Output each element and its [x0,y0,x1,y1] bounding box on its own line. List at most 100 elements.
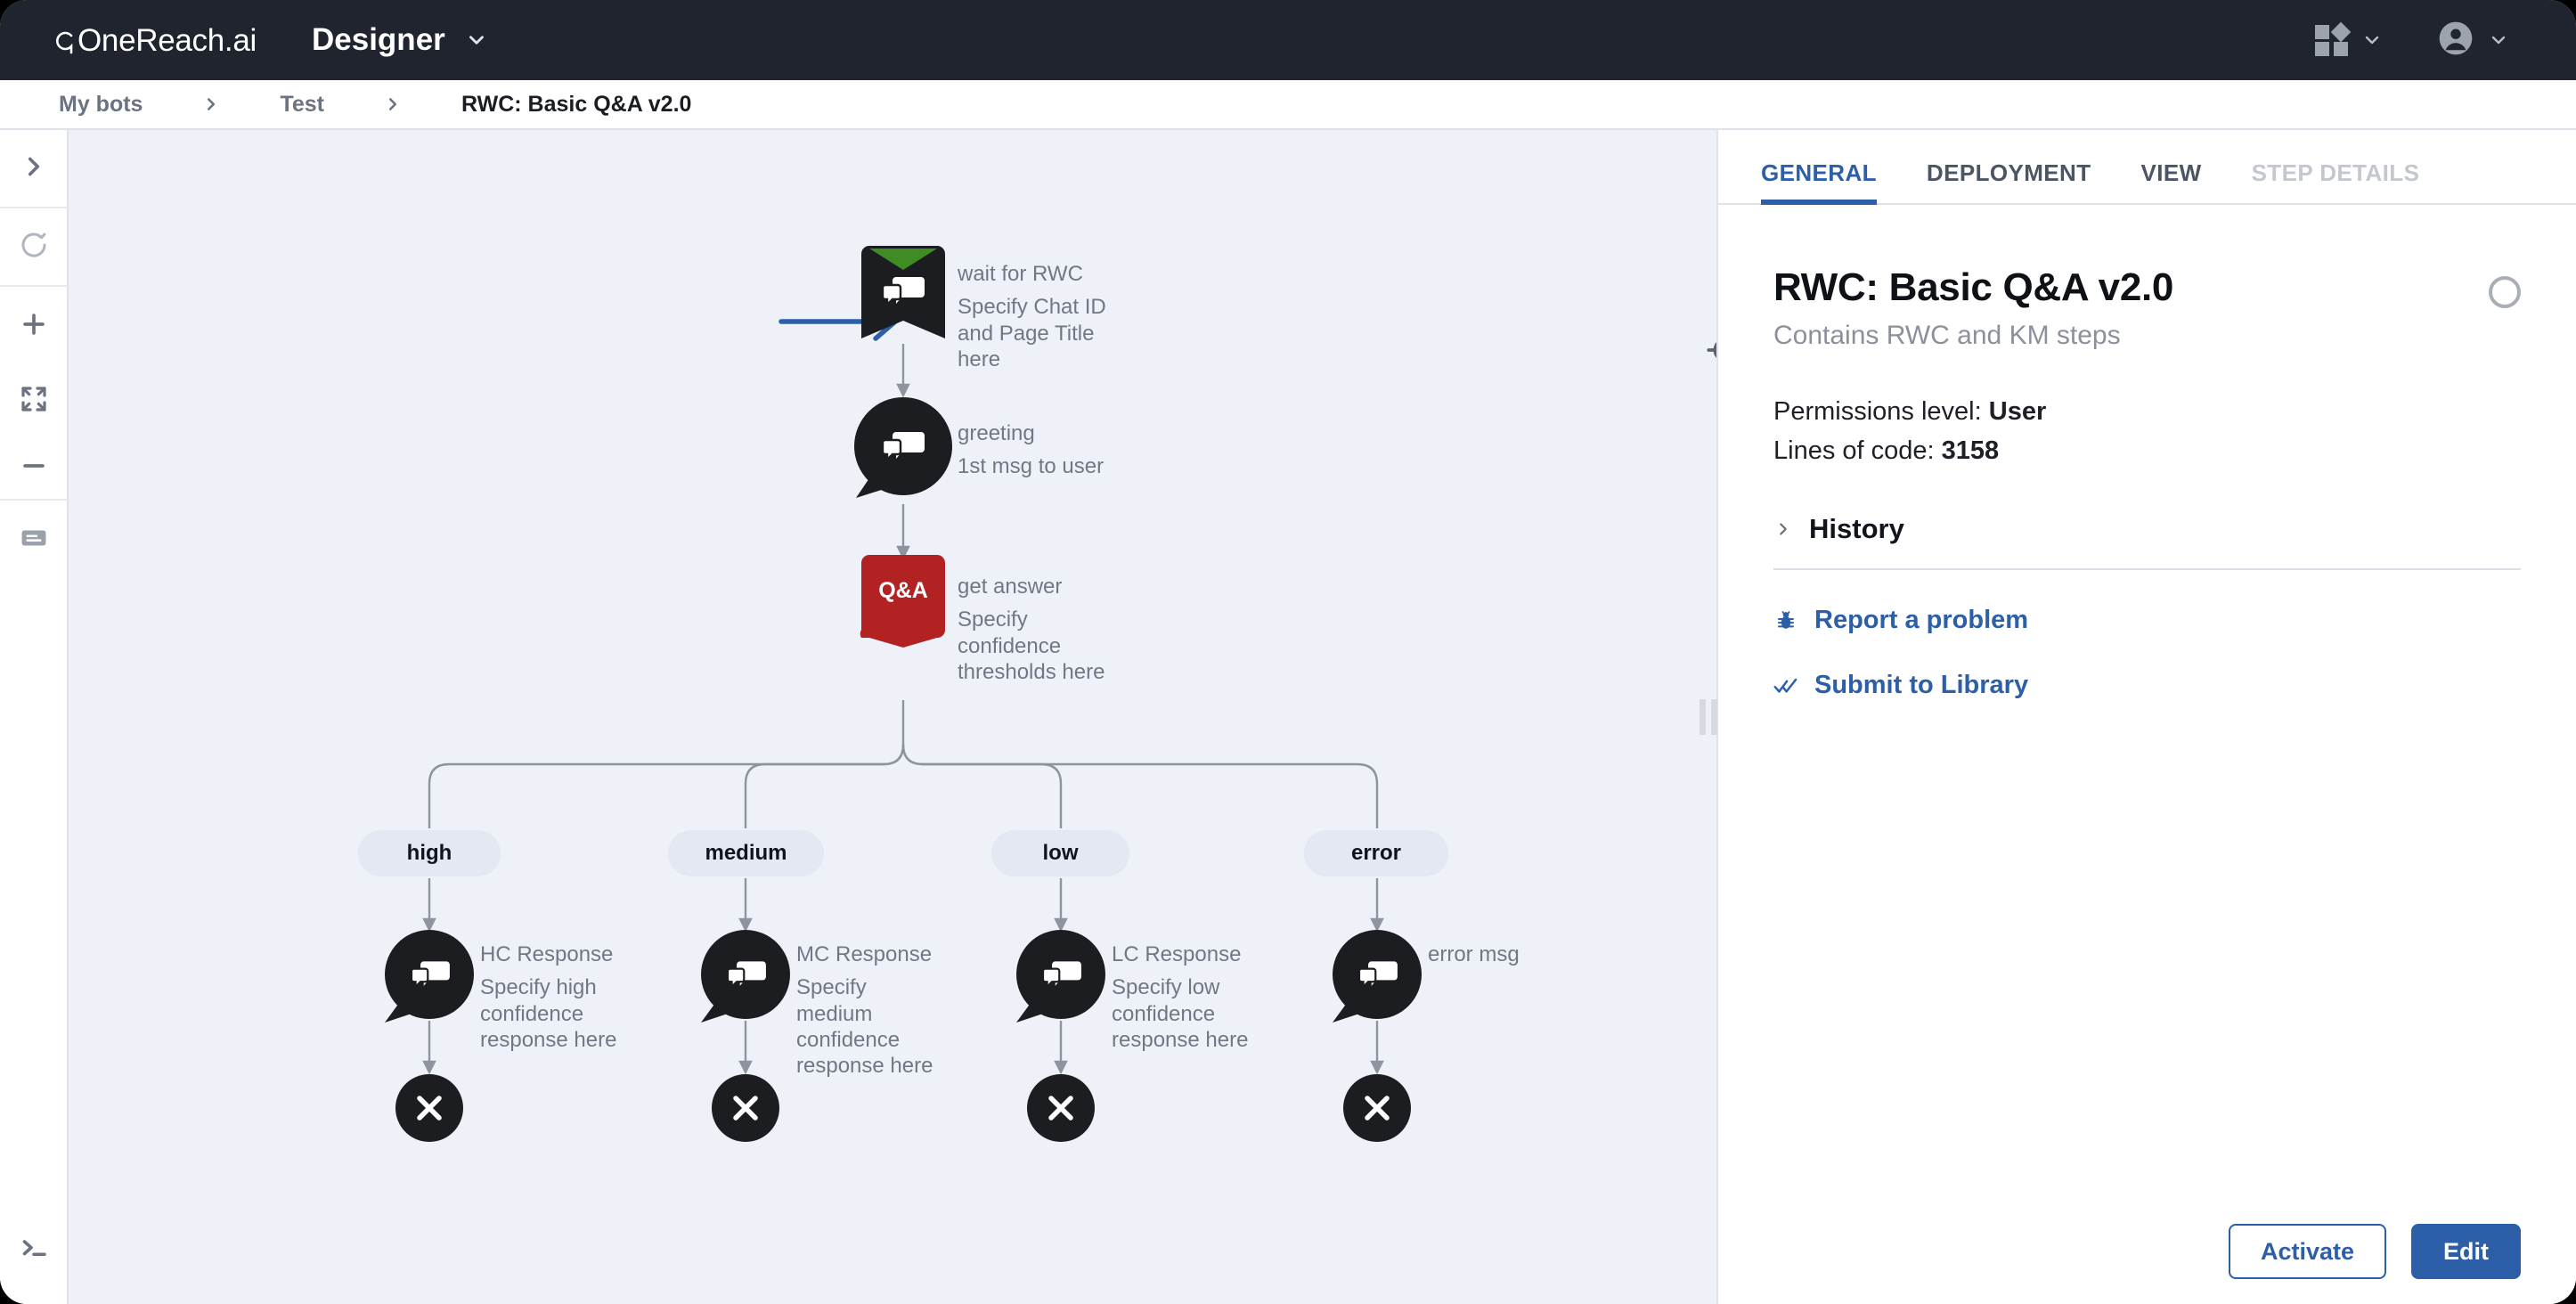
chat-bubbles-icon [881,432,925,462]
panel-subtitle: Contains RWC and KM steps [1773,321,2121,350]
branch-label-medium[interactable]: medium [668,830,824,876]
submit-to-library-link[interactable]: Submit to Library [1773,671,2521,700]
permissions-level-value: User [1988,397,2047,426]
chat-bubbles-icon [410,961,450,990]
flow-node-end-high[interactable] [394,1072,465,1148]
top-navigation-bar: OneReach.ai Designer [0,0,2576,80]
tab-general[interactable]: GENERAL [1761,159,1877,205]
panel-meta: Permissions level: User Lines of code: 3… [1773,392,2521,470]
permissions-level-label: Permissions level: [1773,397,1982,426]
fit-screen-icon [20,385,48,418]
breadcrumb-item-test[interactable]: Test [280,91,325,117]
tab-deployment[interactable]: DEPLOYMENT [1926,159,2091,186]
history-accordion[interactable]: History [1773,513,2521,545]
terminal-icon [18,1231,50,1267]
flow-node-end-low[interactable] [1025,1072,1096,1148]
chat-bubbles-icon [1041,961,1081,990]
close-x-icon [395,1074,463,1142]
status-circle-icon[interactable] [2489,276,2521,308]
refresh-button[interactable] [0,208,68,287]
branch-label-low[interactable]: low [991,830,1129,876]
branch-label-error[interactable]: error [1304,830,1448,876]
lines-of-code-row: Lines of code: 3158 [1773,431,2521,470]
handle-bar [1711,699,1717,735]
recenter-view-button[interactable] [1706,330,1716,370]
flow-node-error-msg[interactable]: error msg [1325,928,1520,1031]
divider [1773,568,2521,571]
flow-node-lc-response[interactable]: LC Response Specify low confidence respo… [1009,928,1248,1052]
flow-connectors [422,302,1384,1075]
chevron-down-icon[interactable] [465,29,488,52]
history-label: History [1809,513,1904,545]
chevron-down-icon [2488,29,2509,51]
edit-button[interactable]: Edit [2411,1224,2521,1279]
chat-bubbles-icon [726,961,766,990]
chevron-right-icon [383,94,403,114]
handle-bar [1700,699,1706,735]
brand[interactable]: OneReach.ai [49,25,257,56]
tab-view[interactable]: VIEW [2140,159,2202,186]
node-badge-label: Q&A [878,578,928,603]
chevron-right-icon [19,151,49,186]
close-x-icon [712,1074,779,1142]
left-toolbar [0,130,69,1304]
chat-bubbles-icon [881,277,925,307]
console-button[interactable] [0,1210,68,1288]
bug-icon [1773,608,1798,633]
node-subtitle: Specify medium confidence response here [796,975,933,1079]
node-title: greeting [958,421,1035,445]
panel-tabs: GENERAL DEPLOYMENT VIEW STEP DETAILS [1718,130,2576,205]
chevron-right-icon [201,94,221,114]
app-title: Designer [312,22,445,57]
zoom-out-button[interactable] [0,436,68,501]
panel-resize-handle[interactable] [1699,697,1718,738]
documentation-button[interactable] [0,501,68,579]
plus-icon [19,309,49,344]
report-a-problem-link[interactable]: Report a problem [1773,606,2521,635]
branch-label-high[interactable]: high [358,830,501,876]
node-subtitle: 1st msg to user [958,454,1105,479]
flow-node-end-error[interactable] [1341,1072,1413,1148]
refresh-icon [19,230,49,265]
chat-bubbles-icon [1357,961,1398,990]
submit-to-library-label: Submit to Library [1814,671,2029,700]
activate-button[interactable]: Activate [2228,1224,2386,1279]
breadcrumb-item-my-bots[interactable]: My bots [59,91,143,117]
fit-to-screen-button[interactable] [0,365,68,436]
node-title: MC Response [796,942,933,966]
brand-logo-text: OneReach.ai [77,22,257,58]
flow-canvas[interactable]: wait for RWC Specify Chat ID and Page Ti… [69,130,1716,1304]
node-title: wait for RWC [958,262,1083,286]
crosshair-target-icon [1707,341,1716,359]
expand-panel-button[interactable] [0,130,68,208]
apps-grid-icon [2315,21,2352,57]
flow-node-greeting[interactable]: greeting 1st msg to user [847,395,1104,508]
node-subtitle: Specify low confidence response here [1112,975,1249,1052]
permissions-level-row: Permissions level: User [1773,392,2521,431]
lines-of-code-label: Lines of code: [1773,436,1935,466]
document-icon [19,523,49,558]
panel-footer: Activate Edit [1718,1199,2576,1304]
nav-right-cluster [2315,19,2509,62]
double-check-icon [1773,673,1798,698]
flow-node-get-answer[interactable]: get answer Specify confidence thresholds… [847,555,1105,684]
breadcrumb: My bots Test RWC: Basic Q&A v2.0 [0,80,2576,130]
flow-node-end-medium[interactable] [710,1072,781,1148]
node-title: error msg [1428,942,1520,966]
flow-node-hc-response[interactable]: HC Response Specify high confidence resp… [378,928,616,1052]
node-title: LC Response [1112,942,1242,966]
zoom-in-button[interactable] [0,287,68,365]
account-menu-button[interactable] [2436,19,2509,62]
node-title: HC Response [480,942,614,966]
node-subtitle: Specify confidence thresholds here [958,607,1105,684]
user-avatar-icon [2436,19,2475,62]
node-subtitle: Specify high confidence response here [480,975,617,1052]
chevron-right-icon [1773,519,1793,539]
apps-menu-button[interactable] [2315,21,2383,57]
panel-body: RWC: Basic Q&A v2.0 Contains RWC and KM … [1718,205,2576,700]
flow-node-wait-for-rwc[interactable]: wait for RWC Specify Chat ID and Page Ti… [847,246,1106,371]
flow-node-mc-response[interactable]: MC Response Specify medium confidence re… [694,928,933,1078]
minus-icon [19,451,49,485]
close-x-icon [1027,1074,1095,1142]
node-subtitle: Specify Chat ID and Page Title here [958,295,1106,371]
